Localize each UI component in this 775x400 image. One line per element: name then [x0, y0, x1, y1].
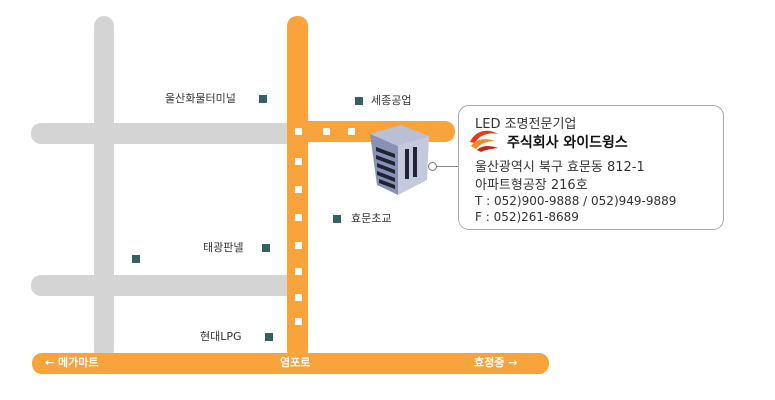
company-phone: T : 052)900-9888 / 052)949-9889 [475, 194, 677, 208]
road-dot [295, 242, 302, 249]
road-upper-horizontal [31, 123, 307, 144]
place-marker-icon [262, 244, 270, 252]
callout-pin [428, 162, 437, 171]
road-west-vertical [94, 16, 114, 360]
place-marker-icon [265, 333, 273, 341]
road-dot [295, 186, 302, 193]
company-name: 주식회사 와이드윙스 [507, 135, 628, 151]
place-marker-icon [132, 255, 140, 263]
road-dot [323, 128, 330, 135]
road-dot [295, 158, 302, 165]
company-tagline: LED 조명전문기업 [475, 117, 577, 132]
place-marker-icon [259, 95, 267, 103]
building-icon [370, 125, 429, 195]
road-label-left: ← 메가마트 [45, 356, 99, 369]
label-ulsan-terminal: 울산화물터미널 [165, 92, 236, 105]
road-label-center: 염포로 [280, 356, 311, 369]
label-taegwang: 태광판넬 [203, 241, 244, 254]
road-bottom-horizontal [32, 353, 549, 374]
road-dot [295, 294, 302, 301]
place-marker-icon [333, 215, 341, 223]
label-hyomun-school: 효문초교 [351, 212, 392, 225]
label-sejong-ind: 세종공업 [371, 94, 412, 107]
company-logo-icon [470, 130, 498, 152]
road-lower-horizontal [31, 275, 307, 296]
road-label-right: 효정중 → [474, 356, 518, 369]
company-address-line2: 아파트형공장 216호 [475, 178, 588, 193]
company-info-card: LED 조명전문기업 주식회사 와이드윙스 울산광역시 북구 효문동 812-1… [458, 105, 724, 230]
road-dot [295, 268, 302, 275]
place-marker-icon [355, 97, 363, 105]
road-dot [348, 128, 355, 135]
callout-connector [432, 166, 458, 167]
road-dot [295, 214, 302, 221]
label-hyundai-lpg: 현대LPG [200, 330, 242, 343]
company-fax: F : 052)261-8689 [475, 210, 579, 224]
company-address-line1: 울산광역시 북구 효문동 812-1 [475, 160, 645, 175]
road-dot [295, 128, 302, 135]
road-dot [295, 318, 302, 325]
